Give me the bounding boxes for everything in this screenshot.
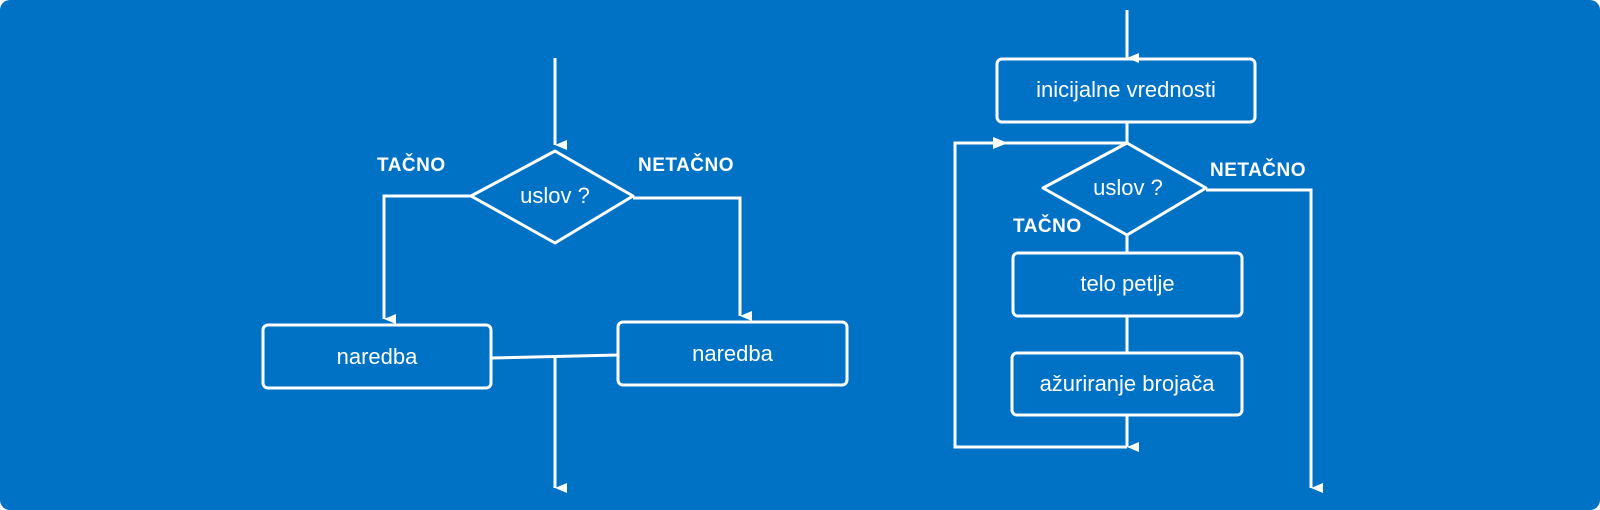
decision-diamond-left	[469, 149, 635, 245]
false-branch-line	[633, 196, 752, 321]
true-branch-line	[382, 194, 471, 324]
true-label-right: TAČNO	[1013, 216, 1082, 237]
false-statement-text: naredba	[692, 341, 773, 366]
exit-branch-line	[1206, 188, 1323, 493]
condition-label-left: uslov ?	[520, 183, 590, 208]
false-label-right: NETAČNO	[1210, 160, 1307, 181]
loop-body-text: telo petlje	[1080, 271, 1175, 296]
loop-back-line	[953, 141, 1127, 449]
true-label-left: TAČNO	[377, 155, 446, 176]
init-text: inicijalne vrednosti	[1036, 77, 1216, 102]
loop-back-arrowhead	[993, 137, 1008, 149]
counter-update-text: ažuriranje brojača	[1039, 371, 1215, 396]
false-label-left: NETAČNO	[638, 155, 735, 176]
condition-label-right: uslov ?	[1093, 175, 1163, 200]
false-statement-box	[616, 320, 849, 387]
true-statement-text: naredba	[336, 344, 418, 369]
